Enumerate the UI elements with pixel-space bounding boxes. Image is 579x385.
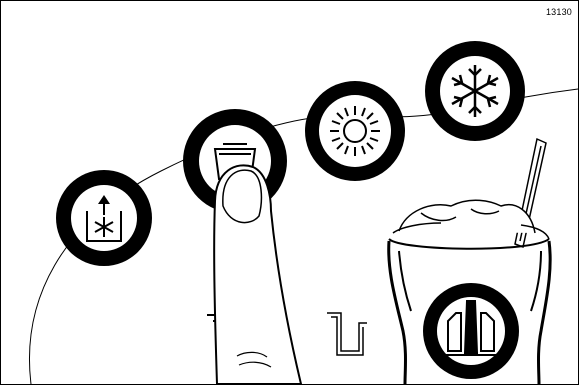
serving-mode-button[interactable] <box>423 283 519 379</box>
standby-button[interactable] <box>305 81 405 181</box>
finger-illustration <box>214 165 301 384</box>
freeze-button[interactable] <box>425 41 525 141</box>
hopper-outline-right <box>327 313 367 355</box>
freeze-mix-button[interactable] <box>56 170 152 266</box>
